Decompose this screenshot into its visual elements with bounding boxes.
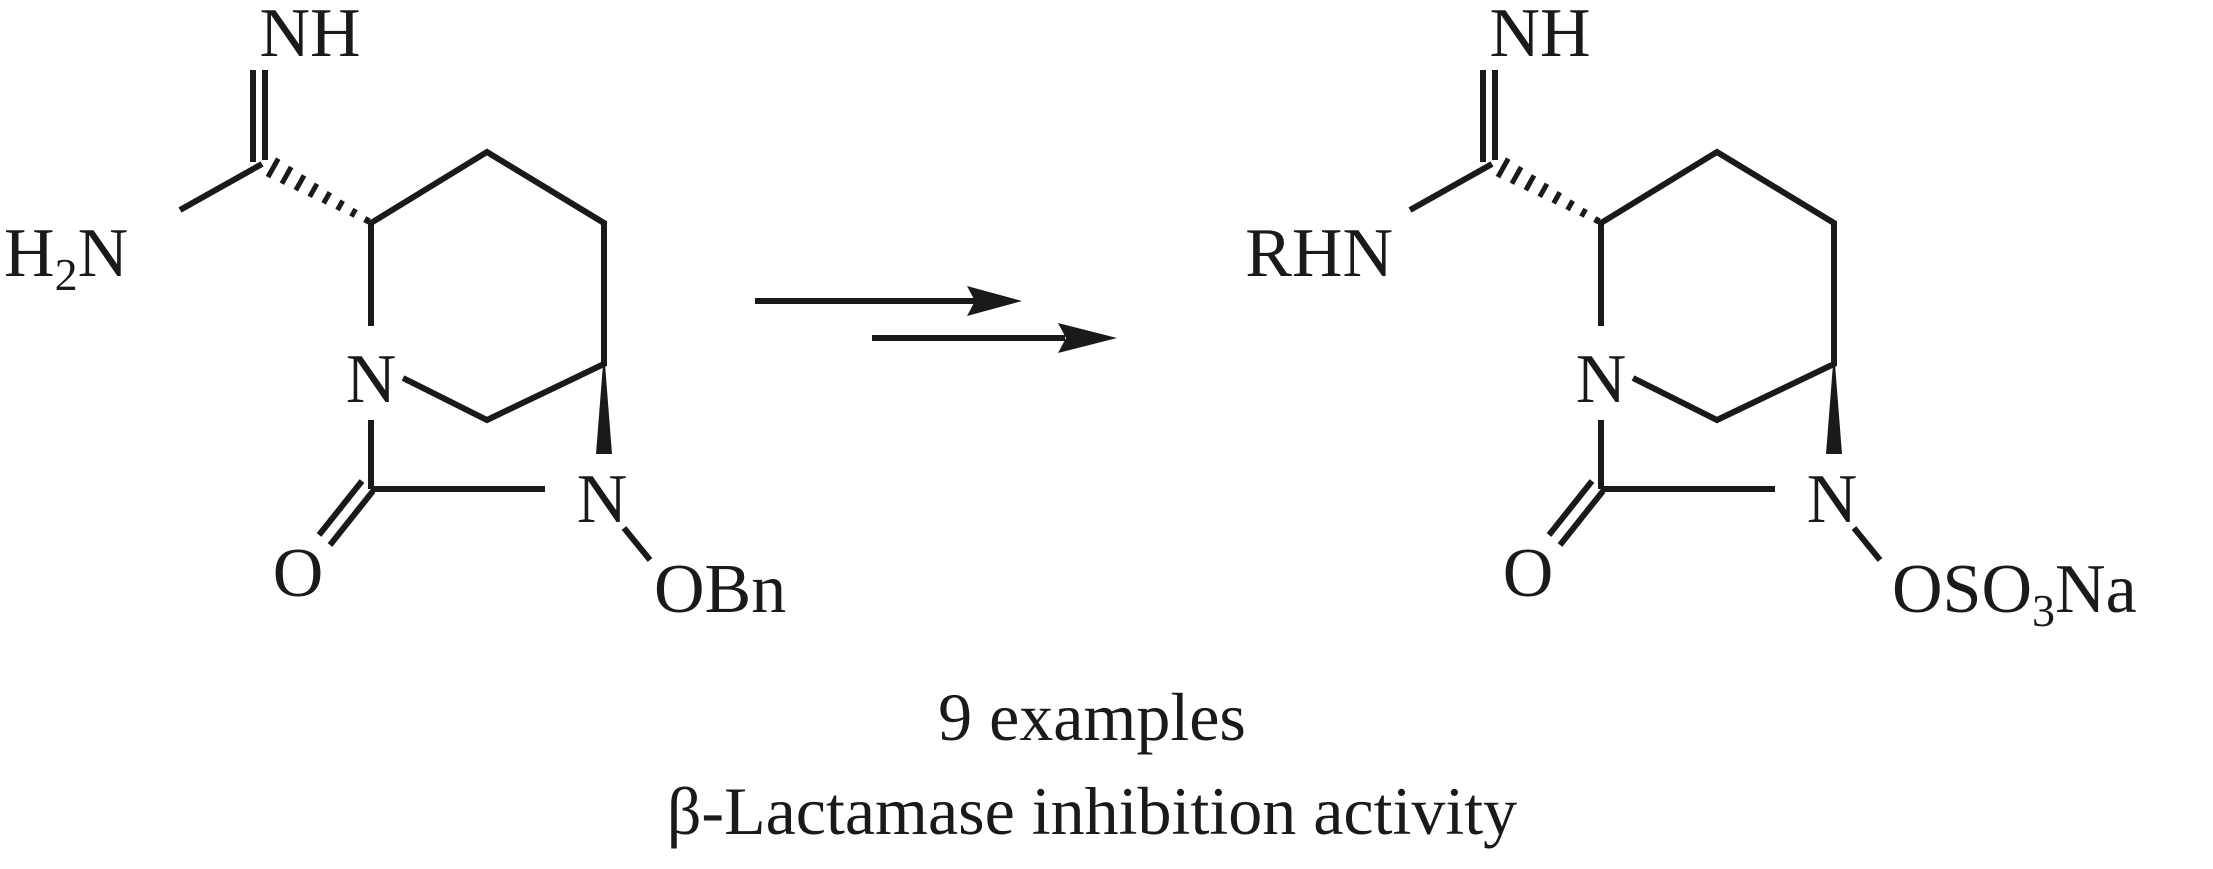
- reactant-n-substituent-label: OBn: [654, 551, 786, 628]
- reactant-imine-label: NH: [259, 0, 360, 72]
- caption-example-count: 9 examples: [938, 679, 1246, 755]
- product-imine-label: NH: [1489, 0, 1590, 72]
- reaction-arrows: [755, 286, 1117, 353]
- product-amine-label: RHN: [1245, 215, 1393, 292]
- arrow-step-1: [755, 286, 1022, 316]
- product-lactam-n-label: N: [1807, 461, 1858, 538]
- reactant-ring-n-label: N: [346, 341, 397, 418]
- product-structure: NH RHN N N O OSO3Na: [1245, 0, 2136, 636]
- product-n-substituent-label: OSO3Na: [1892, 551, 2137, 636]
- reactant-lactam-n-label: N: [577, 461, 628, 538]
- product-ring-n-label: N: [1576, 341, 1627, 418]
- reactant-amine-label: H2N: [4, 215, 128, 300]
- product-carbonyl-o-label: O: [1503, 535, 1554, 612]
- reactant-carbonyl-o-label: O: [273, 535, 324, 612]
- caption-activity: β-Lactamase inhibition activity: [667, 773, 1517, 849]
- reactant-structure: NH H2N N N O OBn: [4, 0, 786, 628]
- arrow-step-2: [872, 323, 1117, 353]
